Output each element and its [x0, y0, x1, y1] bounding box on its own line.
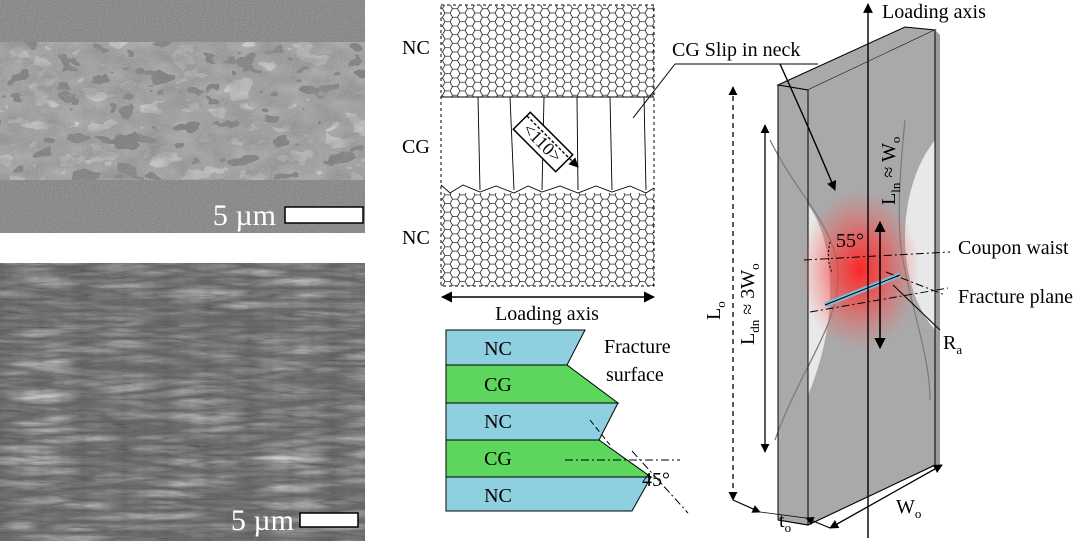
label-Wo: Wo: [896, 496, 921, 521]
microstructure-schematic: NC CG NC <110> Loading axis: [402, 4, 656, 325]
slip-note-leader-2: [779, 63, 837, 191]
coupon-schematic: Loading axis CG Slip in neck Lo Ldn ≈ 3W…: [632, 1, 1073, 538]
coupon-loading-axis-label: Loading axis: [882, 1, 986, 23]
inclined-reference-line: [631, 450, 689, 514]
angle-55-label: 55°: [836, 230, 864, 252]
layer-label-0: NC: [484, 338, 512, 360]
nc-hex-region-bottom: [441, 193, 654, 286]
slip-note: CG Slip in neck: [672, 39, 800, 61]
scale-label: 5 µm: [231, 504, 294, 537]
label-to: to: [779, 510, 791, 535]
fracture-label-line2: surface: [606, 364, 664, 386]
angle-arc-55: [827, 241, 833, 273]
layer-nc: [445, 329, 586, 366]
loading-axis-label: Loading axis: [495, 303, 599, 325]
layer-cg: [445, 364, 620, 404]
sem-image-bottom: 5 µm: [0, 263, 365, 541]
fracture-plane-line: [885, 271, 946, 296]
scale-bar: [299, 512, 359, 528]
label-Lln: Lln ≈ Wo: [878, 137, 903, 205]
label-Lo: Lo: [703, 301, 728, 320]
fracture-angle-label: 45°: [642, 469, 670, 491]
layer-label-2: NC: [484, 411, 512, 433]
nc-hex-region-top: [441, 5, 654, 97]
label-nc-bottom: NC: [402, 227, 430, 249]
fracture-guide-line: [589, 419, 611, 446]
Ra-leader: [892, 284, 941, 331]
label-Ldn: Ldn ≈ 3Wo: [737, 263, 762, 345]
layer-label-4: NC: [484, 485, 512, 507]
layer-label-3: CG: [484, 448, 512, 470]
dimension-to: [759, 511, 807, 519]
fracture-plane-label: Fracture plane: [958, 286, 1073, 308]
label-Ra: Ra: [943, 332, 962, 357]
scale-bar: [284, 206, 364, 224]
layer-cg: [445, 439, 653, 478]
slip-direction-arrow: [526, 115, 579, 168]
scale-label: 5 µm: [213, 199, 276, 232]
dimension-Wo: [829, 464, 943, 529]
layer-nc: [445, 476, 652, 512]
label-cg: CG: [402, 136, 430, 158]
slip-note-leader-1: [632, 63, 676, 119]
neck-stress-region: [800, 190, 920, 350]
label-nc-top: NC: [402, 37, 430, 59]
waist-label: Coupon waist: [958, 237, 1069, 259]
fracture-surface-schematic: NC CG NC CG NC Fracture surface 45°: [445, 329, 689, 514]
fracture-label-line1: Fracture: [604, 336, 671, 358]
layer-label-1: CG: [484, 374, 512, 396]
layer-nc: [445, 402, 619, 441]
sem-image-top: 5 µm: [0, 0, 365, 233]
